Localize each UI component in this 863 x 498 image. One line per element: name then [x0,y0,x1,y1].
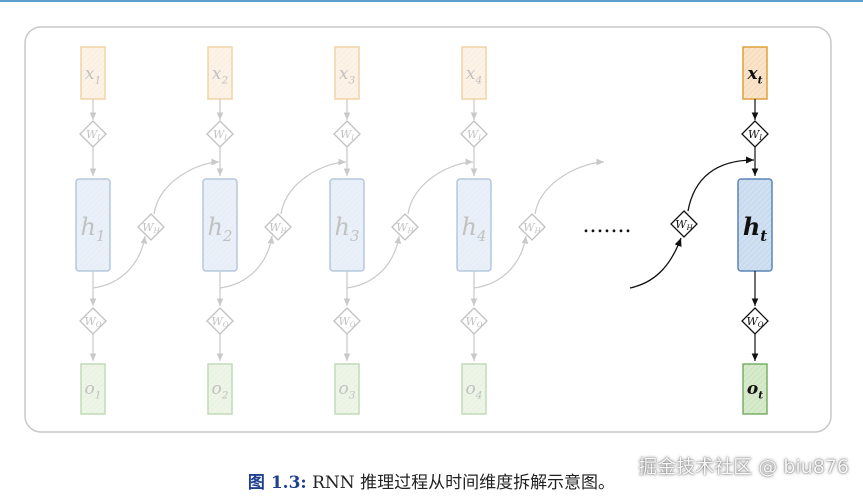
output-label-1: o1 [85,379,102,401]
input-box-hatch-2 [208,47,232,99]
weight-hidden-t-label: WH [675,218,693,232]
recurrent-out-2 [280,158,347,215]
output-box-hatch-5 [743,364,767,414]
weight-output-2-label: WO [211,315,228,329]
recurrent-out-4 [534,158,605,215]
weight-input-4-label: WI [467,128,481,142]
hidden-label-2: h2 [208,213,233,245]
weight-hidden-1-shape [137,213,165,241]
watermark: 掘金技术社区 @ biu876 [638,456,849,478]
hidden-box-hatch-2 [203,179,237,271]
weight-output-1-shape [79,307,107,335]
input-box-hatch-3 [335,47,359,99]
hidden-label-4: h4 [462,213,487,245]
weight-input-2-shape [206,120,234,148]
weight-hidden-4-shape [518,213,546,241]
hidden-box-hatch-5 [738,179,772,271]
input-label-5: xt [746,64,762,86]
weight-output-1-label: WO [84,315,101,329]
top-rule [0,0,863,2]
weight-hidden-3-shape [391,213,419,241]
output-label-2: o2 [212,379,229,401]
hidden-box-hatch-3 [330,179,364,271]
recurrent-out-t [687,156,755,212]
input-label-4: x4 [466,64,482,86]
weight-output-3-shape [333,307,361,335]
hidden-label-3: h3 [335,213,360,245]
weight-hidden-3-label: WH [396,221,414,235]
weight-output-4-label: WO [465,315,482,329]
output-box-hatch-4 [462,364,486,414]
recurrent-out-1 [153,158,220,215]
input-label-1: x1 [85,64,101,86]
figure-caption: 图 1.3: RNN 推理过程从时间维度拆解示意图。 [0,468,863,493]
output-box-hatch-3 [335,364,359,414]
weight-hidden-t-shape [670,210,698,238]
input-box-hatch-4 [462,47,486,99]
output-label-4: o4 [466,379,483,401]
weight-input-5-label: WI [748,128,762,142]
weight-input-1-label: WI [86,128,100,142]
diagram-frame [24,26,832,433]
recurrent-out-3 [407,158,474,215]
weight-output-4-shape [460,307,488,335]
recurrent-in-3 [346,235,402,289]
output-label-3: o3 [339,379,356,401]
weight-input-3-label: WI [340,128,354,142]
input-label-3: x3 [339,64,356,86]
weight-input-3-shape [333,120,361,148]
caption-label: 图 1.3: [247,473,307,493]
hidden-box-hatch-1 [76,179,110,271]
input-label-2: x2 [212,64,229,86]
caption-text: RNN 推理过程从时间维度拆解示意图。 [312,473,616,493]
weight-input-1-shape [79,120,107,148]
weight-output-2-shape [206,307,234,335]
input-box-hatch-5 [743,47,767,99]
hidden-label-1: h1 [81,213,106,245]
recurrent-in-t [629,237,682,289]
weight-input-4-shape [460,120,488,148]
recurrent-in-2 [219,235,275,289]
hidden-box-hatch-4 [457,179,491,271]
weight-hidden-1-label: WH [142,221,160,235]
hidden-label-5: ht [743,212,767,245]
output-box-hatch-2 [208,364,232,414]
weight-input-2-label: WI [213,128,227,142]
ellipsis: ....... [583,213,632,238]
weight-hidden-2-label: WH [269,221,287,235]
input-box-hatch-1 [81,47,105,99]
output-box-hatch-1 [81,364,105,414]
weight-output-5-label: WO [746,315,763,329]
output-label-5: ot [747,379,763,401]
weight-output-3-label: WO [338,315,355,329]
recurrent-in-4 [473,235,529,289]
recurrent-in-1 [92,235,148,289]
weight-hidden-4-label: WH [523,221,541,235]
weight-hidden-2-shape [264,213,292,241]
